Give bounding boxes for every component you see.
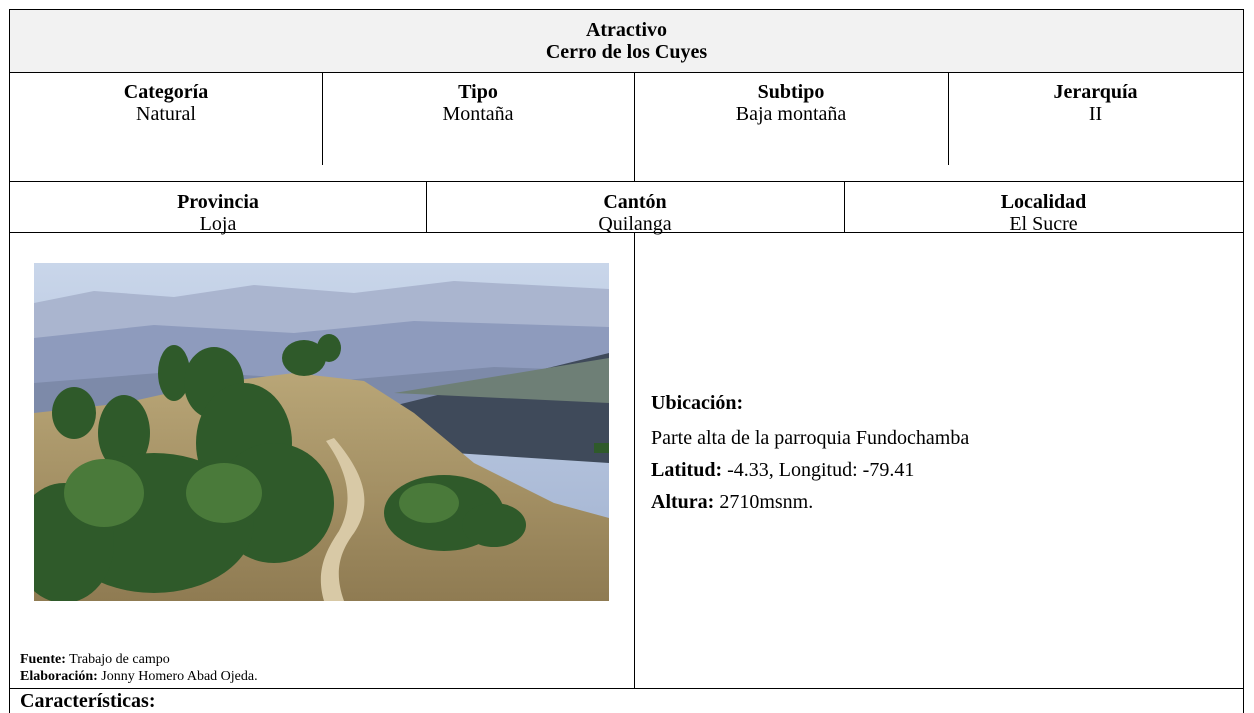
provincia-value: Loja	[199, 213, 237, 235]
grid-line	[844, 181, 845, 232]
grid-line	[9, 72, 1244, 73]
author-caption: Elaboración: Jonny Homero Abad Ojeda.	[20, 669, 258, 685]
canton-value: Quilanga	[598, 213, 672, 235]
coordinates-line: Latitud: -4.33, Longitud: -79.41	[651, 458, 914, 482]
author-value: Jonny Homero Abad Ojeda.	[97, 669, 258, 684]
categoria-value: Natural	[136, 103, 196, 125]
jerarquia-label: Jerarquía	[1053, 81, 1138, 103]
provincia-label: Provincia	[177, 191, 259, 213]
grid-line	[9, 232, 1244, 233]
jerarquia-value: II	[1088, 103, 1103, 125]
tipo-label: Tipo	[458, 81, 498, 103]
source-label: Fuente:	[20, 652, 66, 667]
grid-line	[426, 181, 427, 232]
grid-line	[9, 181, 1244, 182]
subtipo-label: Subtipo	[757, 81, 825, 103]
canton-label: Cantón	[603, 191, 667, 213]
localidad-cell: Localidad El Sucre	[844, 191, 1243, 235]
altura-label: Altura:	[651, 491, 715, 513]
source-value: Trabajo de campo	[65, 652, 170, 667]
provincia-cell: Provincia Loja	[10, 191, 426, 235]
attraction-header: Atractivo Cerro de los Cuyes	[10, 10, 1243, 72]
attraction-name: Cerro de los Cuyes	[545, 41, 708, 63]
tipo-value: Montaña	[442, 103, 514, 125]
tipo-cell: Tipo Montaña	[322, 81, 634, 125]
subtipo-cell: Subtipo Baja montaña	[634, 81, 948, 125]
author-label: Elaboración:	[20, 669, 98, 684]
localidad-label: Localidad	[1000, 191, 1087, 213]
jerarquia-cell: Jerarquía II	[948, 81, 1243, 125]
localidad-value: El Sucre	[1009, 213, 1078, 235]
landscape-photo	[34, 263, 609, 601]
ubicacion-label: Ubicación:	[651, 392, 744, 414]
caracteristicas-heading: Características:	[20, 690, 156, 712]
latitud-label: Latitud:	[651, 459, 723, 481]
grid-line	[9, 688, 1244, 689]
altitude-value: 2710msnm.	[714, 491, 814, 513]
grid-line	[322, 72, 323, 165]
location-heading: Ubicación:	[651, 391, 743, 415]
coordinates-value: -4.33, Longitud: -79.41	[722, 459, 915, 481]
categoria-label: Categoría	[123, 81, 209, 103]
grid-line	[9, 9, 1244, 10]
source-caption: Fuente: Trabajo de campo	[20, 652, 170, 668]
grid-line	[948, 72, 949, 165]
categoria-cell: Categoría Natural	[10, 81, 322, 125]
grid-line	[634, 232, 635, 688]
grid-line	[1243, 9, 1244, 713]
subtipo-value: Baja montaña	[735, 103, 847, 125]
altitude-line: Altura: 2710msnm.	[651, 490, 813, 514]
canton-cell: Cantón Quilanga	[426, 191, 844, 235]
location-description: Parte alta de la parroquia Fundochamba	[651, 427, 970, 449]
header-label: Atractivo	[585, 19, 668, 41]
grid-line	[634, 72, 635, 181]
grid-line	[9, 9, 10, 713]
